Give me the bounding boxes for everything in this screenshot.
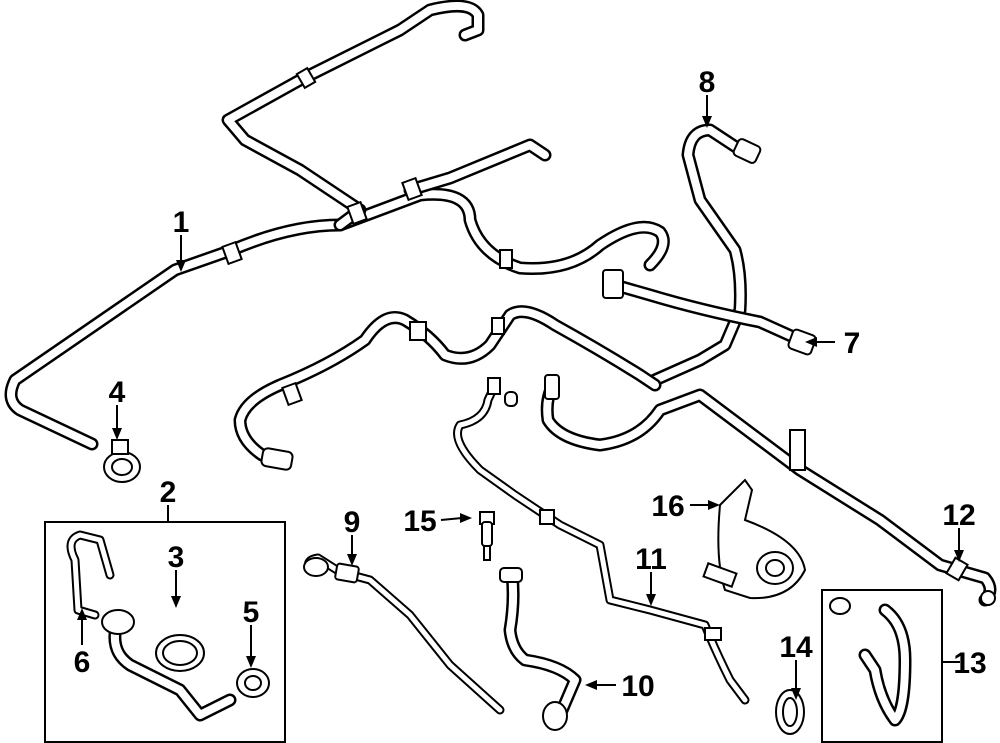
part-16-valve <box>702 478 807 600</box>
callout-6: 6 <box>74 646 91 679</box>
callout-4: 4 <box>109 376 126 409</box>
callout-14: 14 <box>779 631 813 664</box>
callout-2: 2 <box>160 476 177 509</box>
callout-1: 1 <box>173 206 190 239</box>
part-7-hose <box>602 269 817 356</box>
kit-box-2 <box>44 521 286 743</box>
callout-9: 9 <box>344 506 361 539</box>
part-10-hose <box>499 567 582 731</box>
callout-5: 5 <box>243 596 260 629</box>
callout-7: 7 <box>844 327 861 360</box>
part-12-hose <box>540 374 997 607</box>
callout-15: 15 <box>403 505 436 538</box>
part-11-hose <box>453 377 750 705</box>
callout-12: 12 <box>942 499 975 532</box>
callout-3: 3 <box>168 541 185 574</box>
callout-10: 10 <box>621 670 654 703</box>
part-15-connector <box>479 511 495 561</box>
part-4-clamp <box>103 439 141 483</box>
callout-8: 8 <box>699 66 716 99</box>
callout-11: 11 <box>635 543 667 576</box>
part-8-hose <box>648 123 762 387</box>
callout-13: 13 <box>953 647 986 680</box>
part-14-clamp <box>775 689 805 735</box>
leader-lines <box>77 95 964 700</box>
callout-16: 16 <box>651 490 684 523</box>
part-9-hose <box>303 553 505 715</box>
middle-hose-assembly <box>233 305 662 471</box>
kit-box-13 <box>821 589 943 743</box>
part-1-upper-hose-assembly <box>4 0 670 451</box>
